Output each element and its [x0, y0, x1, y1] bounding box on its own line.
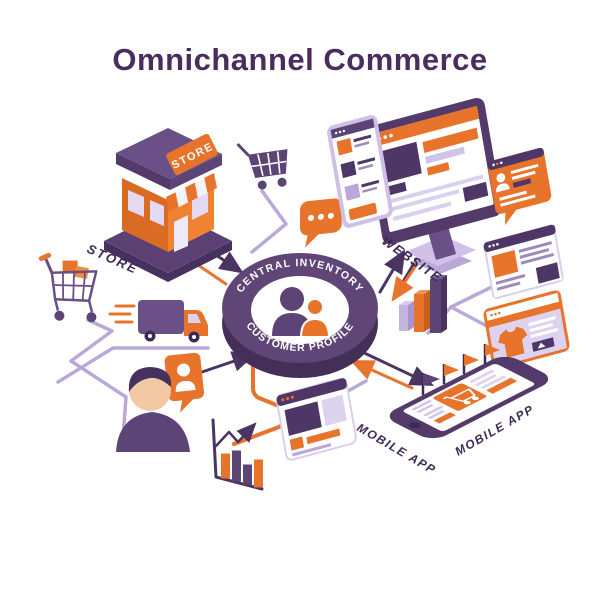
pennant-flags-icon: [421, 344, 500, 395]
chat-card: [487, 147, 552, 226]
users-icon: [272, 287, 331, 338]
monitor-base: [405, 226, 476, 274]
page-title: Omnichannel Commerce: [112, 42, 487, 77]
hub-badge: CENTRAL INVENTORY CUSTOMER PROFILE: [222, 253, 378, 378]
browser-card-right: [483, 224, 564, 300]
shopping-cart-icon: [236, 143, 288, 190]
chat-bubble-icon: [300, 198, 342, 248]
awning: [166, 173, 217, 212]
sync-arrows-bottom-right: [349, 348, 435, 390]
store-building: STORE: [104, 128, 232, 282]
wire-shopping-cart-icon: [38, 252, 98, 323]
person-avatar: [116, 367, 190, 452]
desktop-monitor: [364, 98, 503, 245]
bar-chart-3d-icon: [399, 275, 447, 333]
delivery-truck-icon: [108, 300, 208, 343]
person-icon: [496, 173, 506, 183]
mobile-list-card: [327, 115, 393, 228]
product-card: [483, 290, 570, 370]
cart-glyph: [442, 388, 479, 405]
phone-mockup: [389, 356, 549, 439]
tshirt-product-icon: [498, 326, 528, 358]
trend-bar-chart-icon: [211, 418, 264, 491]
browser-card-bottom: [275, 377, 357, 461]
